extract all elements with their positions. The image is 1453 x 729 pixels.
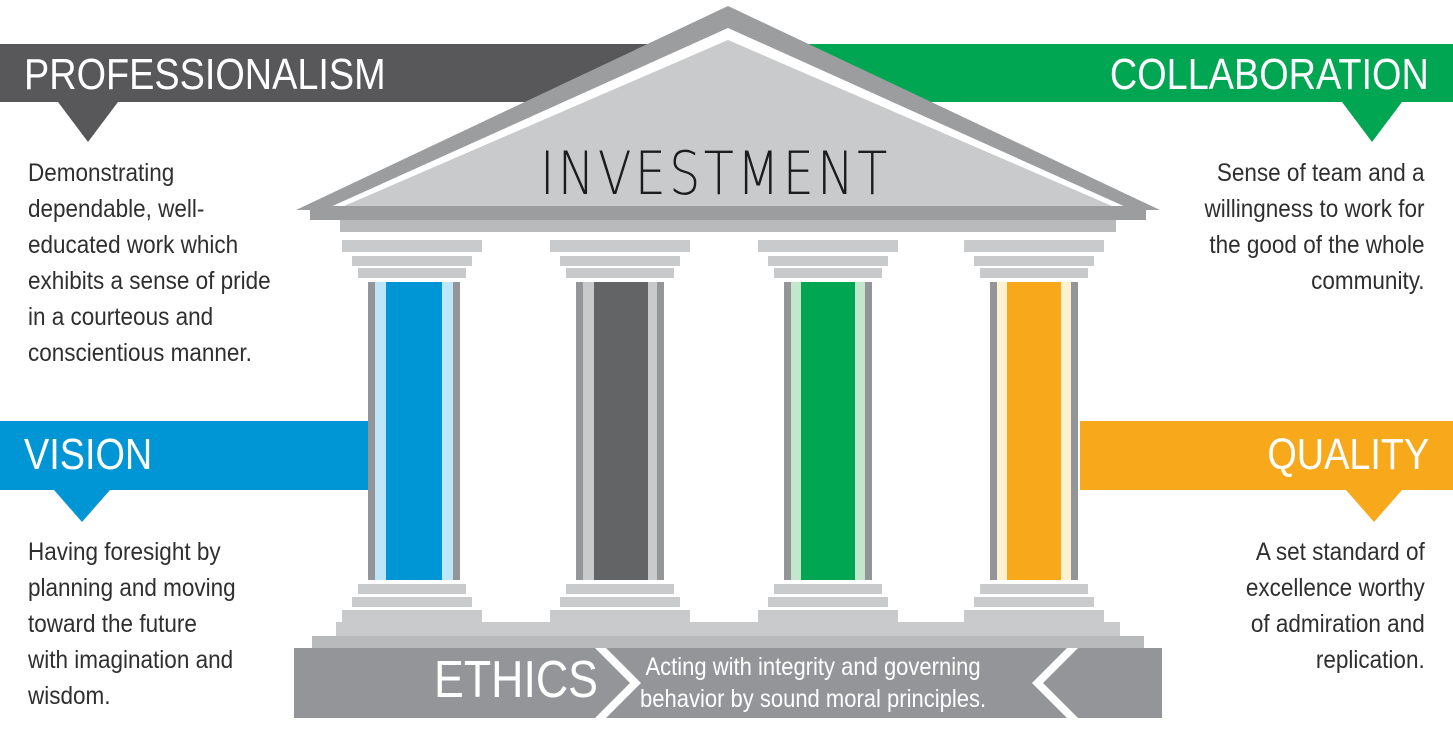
description-line: planning and moving: [28, 574, 236, 602]
diagram-title: INVESTMENT: [540, 139, 891, 209]
description-line: in a courteous and: [28, 303, 214, 331]
ethics-right-chevron-edge: [1032, 648, 1078, 718]
collaboration-banner: [780, 44, 1453, 142]
description-line: replication.: [1316, 646, 1425, 674]
collaboration-label: COLLABORATION: [1110, 50, 1429, 99]
column-vision: [342, 240, 482, 622]
description-line: toward the future: [28, 610, 197, 638]
quality-label: QUALITY: [1267, 430, 1429, 479]
cornice-shadow: [340, 220, 1116, 232]
column-collaboration: [758, 240, 898, 622]
ethics-label: ETHICS: [434, 651, 598, 709]
description-line: Demonstrating: [28, 159, 175, 187]
column-quality: [964, 240, 1104, 622]
quality-description: A set standard of excellence worthy of a…: [1246, 534, 1425, 678]
description-line: A set standard of: [1256, 538, 1425, 566]
description-line: conscientious manner.: [28, 339, 252, 367]
cornice: [310, 206, 1146, 220]
description-line: excellence worthy: [1246, 574, 1425, 602]
description-line: Acting with integrity and governing: [645, 653, 981, 681]
professionalism-banner: [0, 44, 700, 142]
column-professionalism: [550, 240, 690, 622]
ethics-description: Acting with integrity and governing beha…: [640, 651, 986, 715]
description-line: Sense of team and a: [1217, 159, 1425, 187]
description-line: the good of the whole: [1209, 231, 1425, 259]
description-line: exhibits a sense of pride: [28, 267, 271, 295]
professionalism-description: Demonstrating dependable, well- educated…: [28, 155, 271, 371]
description-line: dependable, well-: [28, 195, 205, 223]
description-line: of admiration and: [1251, 610, 1425, 638]
roof-face: [344, 40, 1112, 206]
base-step-top: [336, 622, 1120, 636]
collaboration-description: Sense of team and a willingness to work …: [1205, 155, 1425, 299]
description-line: wisdom.: [28, 682, 111, 710]
description-line: Having foresight by: [28, 538, 221, 566]
ethics-right-chevron: [1043, 648, 1162, 718]
description-line: willingness to work for: [1204, 195, 1425, 223]
description-line: with imagination and: [28, 646, 234, 674]
vision-description: Having foresight by planning and moving …: [28, 534, 236, 714]
description-line: educated work which: [28, 231, 239, 259]
vision-label: VISION: [24, 430, 153, 479]
quality-banner: [1080, 421, 1453, 522]
description-line: community.: [1311, 267, 1425, 295]
ethics-arrow-edge: [595, 648, 641, 718]
professionalism-label: PROFESSIONALISM: [24, 50, 386, 99]
description-line: behavior by sound moral principles.: [640, 685, 987, 713]
ethics-arrow: [420, 648, 630, 718]
vision-banner: [0, 421, 372, 522]
base-step-mid: [312, 636, 1144, 648]
